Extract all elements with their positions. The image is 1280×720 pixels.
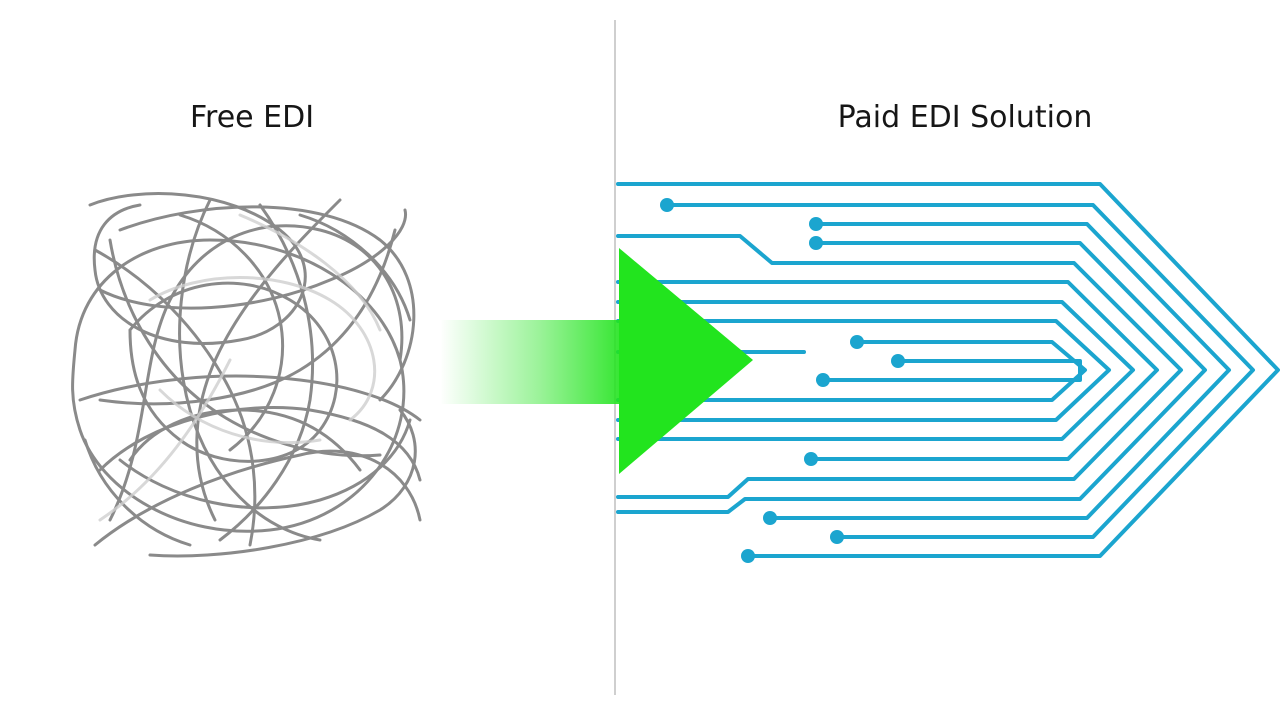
tangled-scribble-icon xyxy=(71,192,422,558)
circuit-traces-icon xyxy=(616,182,1280,558)
free-edi-title: Free EDI xyxy=(189,100,315,135)
faint-scribble-icon xyxy=(98,213,382,522)
right-arrow-icon xyxy=(440,248,753,474)
circuit-nodes-icon xyxy=(660,198,905,563)
paid-edi-title: Paid EDI Solution xyxy=(837,100,1093,135)
